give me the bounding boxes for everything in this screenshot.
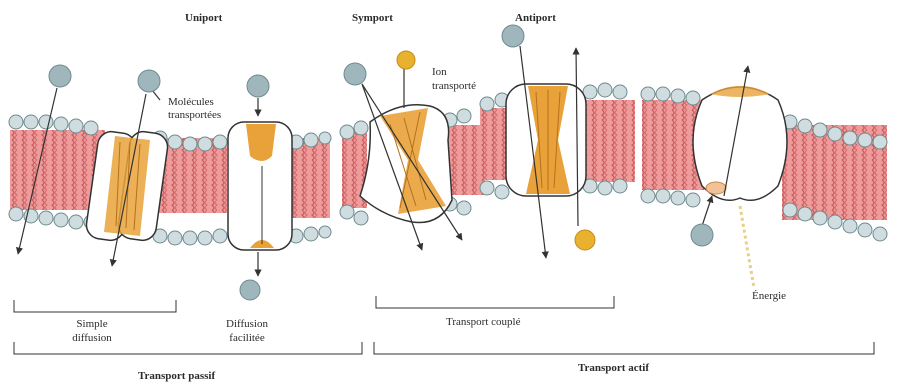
label-simple-line1: Simple bbox=[62, 318, 122, 331]
bracket-transport-couple bbox=[376, 296, 614, 308]
bracket-simple-diffusion bbox=[14, 300, 176, 312]
molecule-pump bbox=[691, 224, 713, 246]
label-symport: Symport bbox=[352, 12, 393, 25]
molecule-facilitated-bottom bbox=[240, 280, 260, 300]
label-uniport: Uniport bbox=[185, 12, 222, 25]
antiport-protein bbox=[506, 84, 586, 196]
label-ion-line1: Ion bbox=[432, 66, 447, 79]
label-transport-passif: Transport passif bbox=[138, 370, 215, 383]
label-facilitee-line2: facilitée bbox=[212, 332, 282, 345]
simple-diffusion-channel bbox=[85, 130, 170, 242]
ion-antiport bbox=[575, 230, 595, 250]
label-ion-line2: transporté bbox=[432, 80, 476, 93]
label-transport-actif: Transport actif bbox=[578, 362, 649, 375]
label-molecules-line1: Molécules bbox=[168, 96, 214, 109]
label-molecules-line2: transportées bbox=[168, 109, 221, 122]
label-antiport: Antiport bbox=[515, 12, 556, 25]
active-pump-protein bbox=[693, 86, 787, 200]
ion-symport bbox=[397, 51, 415, 69]
brackets bbox=[14, 296, 874, 354]
bracket-transport-actif bbox=[374, 342, 874, 354]
label-energie: Énergie bbox=[752, 290, 786, 303]
label-simple-line2: diffusion bbox=[62, 332, 122, 345]
molecule-antiport-top bbox=[502, 25, 524, 47]
molecule-simple-channel bbox=[138, 70, 160, 92]
molecule-facilitated-top bbox=[247, 75, 269, 97]
molecule-symport bbox=[344, 63, 366, 85]
label-facilitee-line1: Diffusion bbox=[212, 318, 282, 331]
facilitated-channel bbox=[228, 122, 292, 250]
label-transport-couple: Transport couplé bbox=[446, 316, 520, 329]
molecule-simple-bilayer bbox=[49, 65, 71, 87]
energy-line bbox=[740, 206, 754, 288]
